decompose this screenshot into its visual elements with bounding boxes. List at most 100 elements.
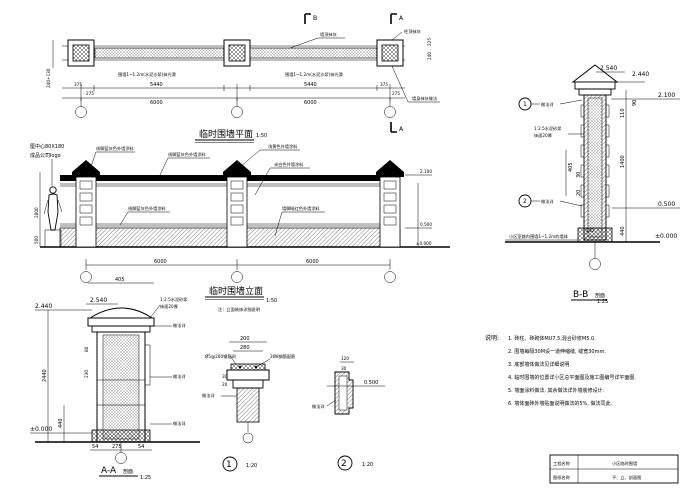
elev-pier-3 xyxy=(376,160,404,248)
d1-note-2: 2Ø8钢筋配筋 xyxy=(270,353,295,360)
plan-note-left: 围墙1~1.2m(水泥沙浆)抹光滑 xyxy=(118,71,176,78)
plan-axis-2 xyxy=(231,106,243,118)
d1-dim-1: 200 xyxy=(240,336,250,342)
aa-scale: 1:25 xyxy=(140,475,151,481)
aa-dim-b3: 54 xyxy=(138,444,144,450)
elevation-view: 厘中心80X180 成品公司logo 线脚蓝灰色外墙涂料 线脚蓝灰色外墙涂料 浅… xyxy=(30,143,450,313)
aa-dim-top: 405 xyxy=(115,277,125,283)
plan-cut-b: B xyxy=(313,15,317,22)
aa-title: A-A xyxy=(101,466,117,476)
elev-dim-1: 6000 xyxy=(154,259,167,265)
d2-callout xyxy=(337,455,353,471)
bb-leader-3: 小区室路内围墙1~1.2m的墙体 xyxy=(509,233,569,240)
d2-num: 2 xyxy=(341,459,347,469)
notes-heading: 说明: xyxy=(485,334,499,342)
tb-label-1: 工程名称 xyxy=(553,460,570,467)
d1-dim-3: 30 xyxy=(222,374,228,379)
elev-axis-1 xyxy=(80,271,92,283)
aa-leader-2: 做法详 xyxy=(173,373,186,380)
aa-dim-h: 2440 xyxy=(42,369,48,382)
elev-level-1: 2.100 xyxy=(420,169,432,174)
bb-leader-1: 做法详 xyxy=(541,101,554,108)
aa-note-1: 1:2.5水泥砂浆 xyxy=(160,296,188,303)
section-aa: 2.540 2.440 ±0.000 405 2440 440 54 275 5… xyxy=(30,277,200,481)
elev-note: 注：立面装饰详细说明 xyxy=(218,306,260,313)
plan-dim-total-2: 6000 xyxy=(304,100,317,106)
logo-figure-icon xyxy=(43,186,63,248)
plan-leader-top-2: 柱顶抹灰 xyxy=(404,28,421,35)
bb-elev-4: ±0.000 xyxy=(655,233,677,240)
aa-title-label: 剖面 xyxy=(123,468,133,475)
note-item-1: 1. 砖柱、砖砌体MU7.5,混合砂浆M5.0. xyxy=(508,335,596,342)
bb-dim-l3: 20 xyxy=(576,190,582,196)
bb-dim-v1: 90 xyxy=(632,100,638,106)
elev-axis-2 xyxy=(231,271,243,283)
bb-axis xyxy=(589,258,601,270)
plan-dim-pier-c: 375 xyxy=(380,82,388,87)
d1-note-1: Ø5@200钢筋网 xyxy=(205,353,236,360)
plan-view: B A A 墙顶抹灰 柱顶抹灰 墙身抹灰做法 围墙1~1.2m(水泥沙浆)抹光滑… xyxy=(46,13,440,143)
aa-dim-b2: 275 xyxy=(112,444,122,450)
detail-1: 200 280 30 20 Ø5@200钢筋网 2Ø8钢筋配筋 做法详 1 1:… xyxy=(202,336,295,472)
aa-leader-3: 做法详 xyxy=(173,420,186,427)
plan-pier-1 xyxy=(67,39,95,67)
plan-dim-side-2: 225 xyxy=(427,38,432,46)
bb-title-label: 剖面 xyxy=(595,292,605,299)
tb-value-1: 小区临时围墙 xyxy=(612,460,637,467)
plan-axis-1 xyxy=(75,106,87,118)
detail-2: 0.500 120 30 做法详 2 1:20 xyxy=(312,356,385,471)
bb-dim-l2: 30 xyxy=(576,172,582,178)
tb-value-2: 平、立、剖面图 xyxy=(612,474,641,481)
bb-dim-l1: 405 xyxy=(568,162,574,172)
bb-leader-2: 做法详 xyxy=(541,198,554,205)
general-notes: 说明: 1. 砖柱、砖砌体MU7.5,混合砂浆M5.0. 2. 围墙每隔30M设… xyxy=(485,334,636,407)
d1-num: 1 xyxy=(226,460,232,470)
plan-pier-3 xyxy=(376,39,404,67)
d2-dim-2: 30 xyxy=(341,366,347,371)
elev-leader-2: 线脚蓝灰色外墙涂料 xyxy=(168,151,207,158)
d1-dim-4: 20 xyxy=(222,382,228,387)
d1-callout xyxy=(222,456,238,472)
plan-scale: 1:50 xyxy=(256,133,267,139)
plan-dim-pier-d: 275 xyxy=(392,91,400,96)
bb-note-2: 抹面20厚 xyxy=(534,132,552,139)
plan-leader-top-1: 墙顶抹灰 xyxy=(320,31,337,38)
bb-dim-bottom: 240 xyxy=(586,228,594,233)
note-item-6: 6. 墙体面砖外墙贴面说明做法的5%, 做法同此. xyxy=(508,400,612,407)
plan-wall-2 xyxy=(249,47,378,59)
aa-dim-b1: 54 xyxy=(92,444,98,450)
plan-dim-pier-b: 275 xyxy=(86,91,94,96)
aa-elev-0: ±0.000 xyxy=(30,426,52,433)
d1-scale: 1:20 xyxy=(246,463,257,469)
plan-leader-bottom: 墙身抹灰做法 xyxy=(412,95,437,102)
plan-title: 临时围墙平面 xyxy=(199,128,253,140)
plan-dim-sub-2: 5440 xyxy=(304,82,317,88)
elev-logo-text: 成品公司logo xyxy=(30,152,61,159)
d1-axis xyxy=(242,432,254,444)
bb-scale: 1:25 xyxy=(597,299,608,305)
elev-scale: 1:50 xyxy=(266,298,277,304)
elev-leader-6: 墙脚暗红色外墙涂料 xyxy=(282,205,321,212)
elev-pier-1 xyxy=(72,160,100,248)
d2-scale: 1:20 xyxy=(362,462,373,468)
plan-dim-side-1: 240 xyxy=(427,52,432,60)
elev-level-2: 0.500 xyxy=(420,222,432,227)
bb-elev-1: 2.440 xyxy=(632,71,649,78)
elev-axis-3 xyxy=(384,271,396,283)
bb-elev-2: 2.100 xyxy=(658,92,675,99)
bb-dim-v4: 440 xyxy=(620,226,626,236)
elev-dim-h2: 500 xyxy=(34,236,39,244)
plan-dim-left: 240+130 xyxy=(46,68,51,88)
aa-elev-top: 2.540 xyxy=(90,297,107,304)
bb-elev-3: 0.500 xyxy=(658,201,675,208)
plan-pier-2 xyxy=(223,39,251,67)
elev-leader-5: 线脚蓝灰色外墙涂料 xyxy=(128,205,167,212)
elev-dim-2: 6000 xyxy=(306,259,319,265)
plan-dim-pier-a: 375 xyxy=(74,82,82,87)
title-block: 工程名称 小区临时围墙 图纸名称 平、立、剖面图 xyxy=(549,454,679,484)
plan-wall-1 xyxy=(94,47,241,59)
note-item-2: 2. 围墙每隔30M设一道伸缩缝, 缝宽30mm. xyxy=(508,348,606,355)
aa-elev-1: 2.440 xyxy=(35,303,52,310)
